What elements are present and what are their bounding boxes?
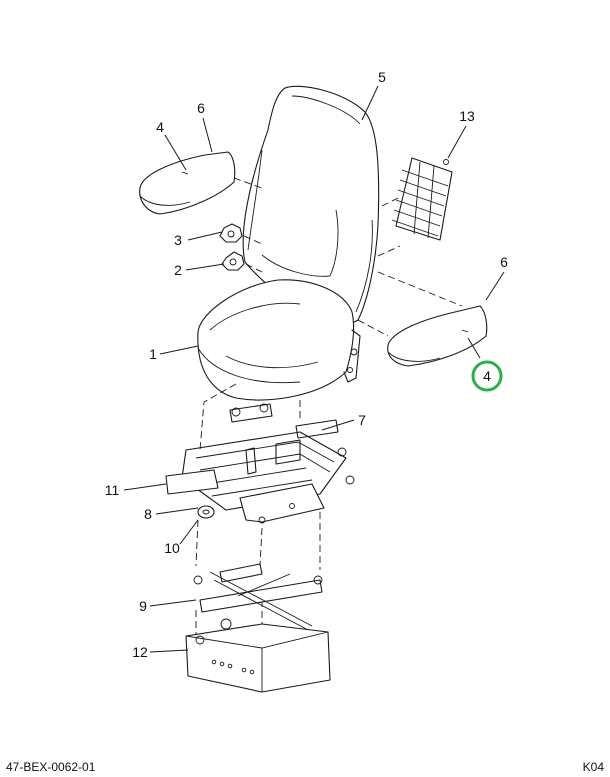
callout-6-left: 6 xyxy=(197,100,205,116)
side-bracket xyxy=(165,469,325,524)
callout-4-right: 4 xyxy=(483,368,491,384)
callout-5: 5 xyxy=(378,69,386,85)
knob-10 xyxy=(197,505,215,519)
callout-3: 3 xyxy=(174,232,182,248)
highlight-circle xyxy=(471,360,503,392)
base-box xyxy=(185,623,331,693)
callout-4-left: 4 xyxy=(156,119,164,135)
armrest-left xyxy=(139,151,236,215)
armrest-right xyxy=(387,305,488,367)
alignment-lines-upper xyxy=(233,177,463,337)
callout-13: 13 xyxy=(459,108,475,124)
callout-11: 11 xyxy=(105,482,120,498)
callout-9: 9 xyxy=(139,598,147,614)
callout-10: 10 xyxy=(164,540,180,556)
callout-1: 1 xyxy=(149,346,157,362)
callout-8: 8 xyxy=(144,506,152,522)
knob-2 xyxy=(221,251,245,271)
callout-7: 7 xyxy=(358,412,366,428)
drawing-number: 47-BEX-0062-01 xyxy=(6,760,96,774)
scissor-linkage xyxy=(193,563,323,631)
leader-lines xyxy=(123,85,505,653)
callout-6-right: 6 xyxy=(500,254,508,270)
knob-3 xyxy=(219,223,243,243)
lumbar-support xyxy=(391,157,453,241)
callout-2: 2 xyxy=(174,262,182,278)
callout-12: 12 xyxy=(132,644,148,660)
recline-handle xyxy=(343,329,361,383)
seat-cushion xyxy=(197,279,355,401)
sheet-code: K04 xyxy=(582,760,604,774)
